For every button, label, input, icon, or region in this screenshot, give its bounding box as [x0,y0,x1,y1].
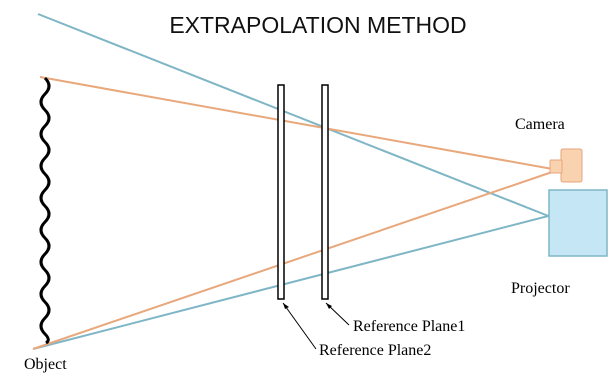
reference-plane-2 [277,84,285,300]
projector-ray-lower [32,213,557,350]
object-label: Object [24,356,67,373]
camera-ray-lower [32,169,559,350]
camera-icon [549,148,583,183]
reference-plane-2-pointer [282,302,317,350]
projector-label: Projector [511,280,570,297]
reference-plane-1 [321,84,329,300]
reference-plane-2-arrowhead [283,303,289,309]
projector-icon [548,189,608,257]
reference-plane-2-label: Reference Plane2 [319,342,431,359]
camera-label: Camera [515,116,565,133]
diagram-title: EXTRAPOLATION METHOD [169,12,466,38]
reference-plane-1-arrowhead [326,303,332,309]
camera-ray-upper [39,76,559,171]
projector-ray-upper [37,13,557,220]
reference-plane-1-label: Reference Plane1 [353,318,465,335]
object-surface [39,76,51,345]
